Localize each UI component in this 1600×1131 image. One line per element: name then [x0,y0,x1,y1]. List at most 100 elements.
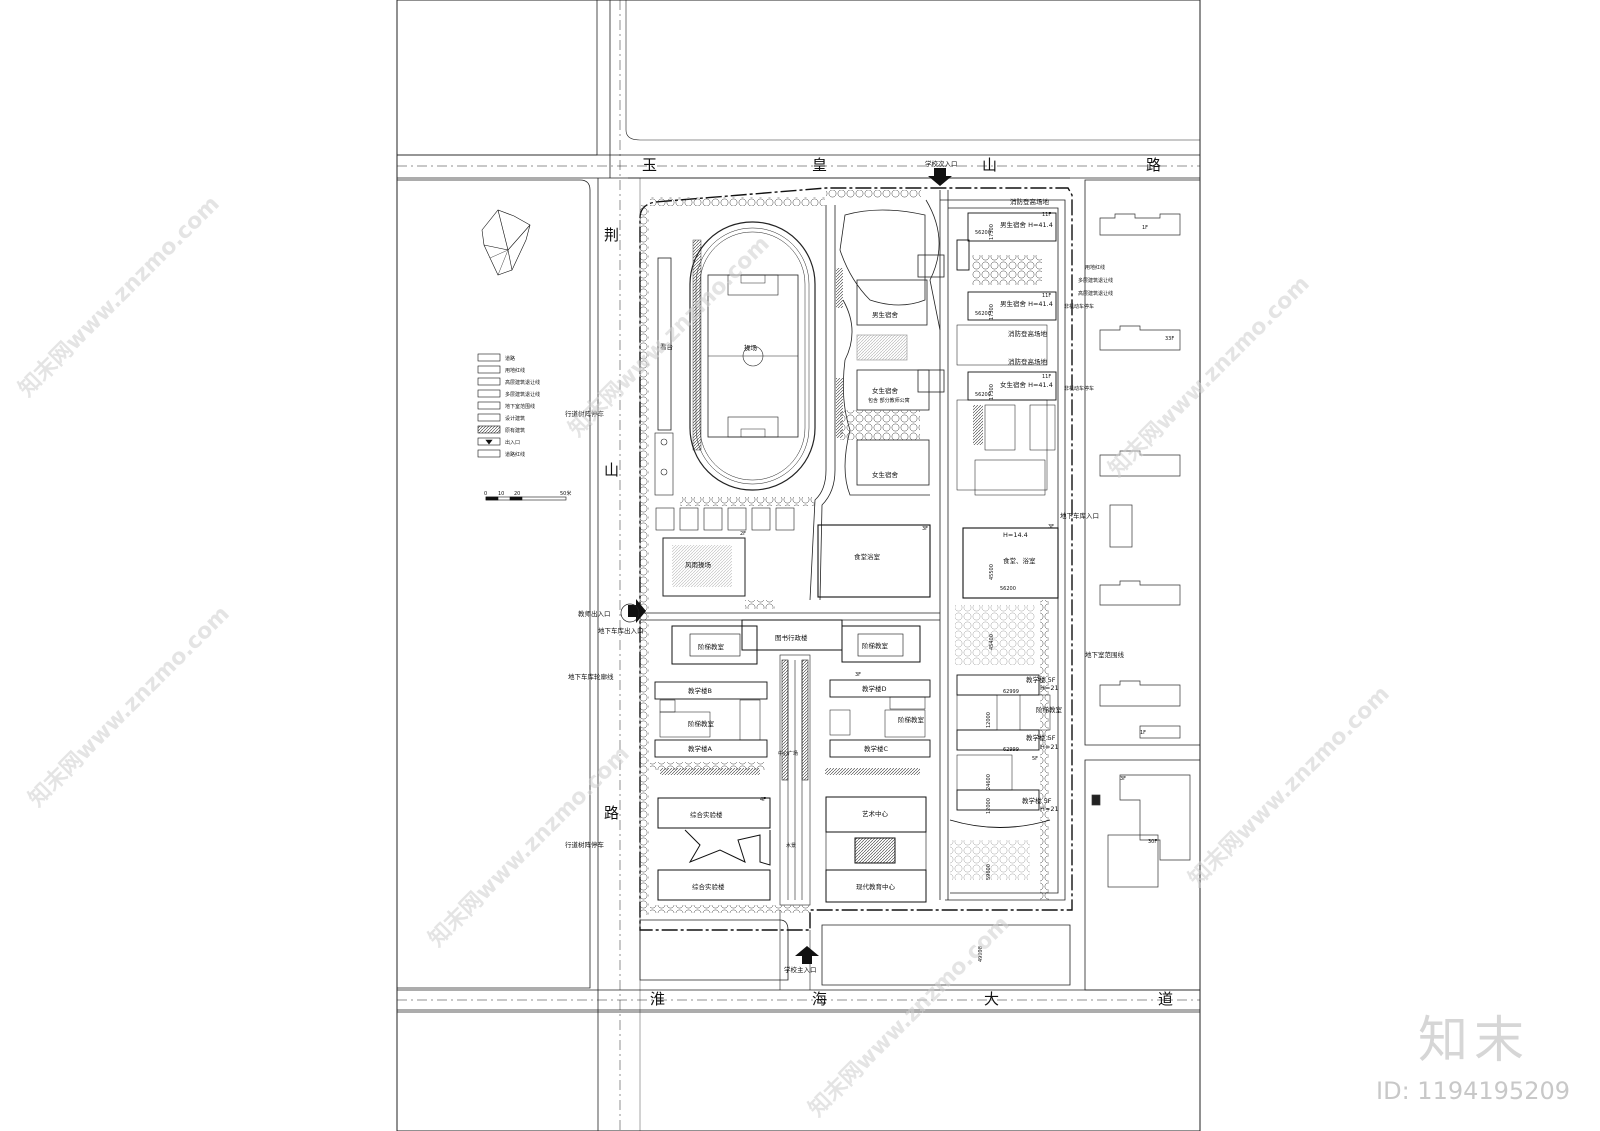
building-labels: 看台 操场 风雨操场 图书行政楼 阶梯教室 阶梯教室 教学楼B 阶梯教室 教学楼… [660,197,1063,891]
central-spine [779,654,811,990]
note-bike-parking-1: 非机动车停车 [1064,303,1094,310]
neighbor-3f: 3F [1120,776,1126,782]
library-label: 图书行政楼 [775,633,808,642]
north-road-char-2: 皇 [812,156,827,174]
girls-dorm-west-1-label: 女生宿舍 [872,386,899,395]
water-label: 水景 [786,842,796,849]
boys-dorm-west-label: 男生宿舍 [872,310,899,319]
brand-mark: 知末 [1418,1011,1530,1069]
floor-4f: 4F [760,797,766,803]
north-gate-arrow [928,168,952,186]
north-road-char-1: 玉 [642,156,657,174]
dimension-labels: 17300 17300 17300 56200 56200 56200 5620… [975,224,1019,962]
underground-range-label: 地下室范围线 [1085,650,1125,659]
scale-0: 0 [484,491,487,497]
west-dorm-cluster [839,209,945,496]
lecture-a-label: 阶梯教室 [698,642,725,651]
stands-building [657,257,672,431]
floor-3f-b: 3F [855,672,861,678]
lecture-b-label: 阶梯教室 [862,641,889,650]
boys-dorm-east-2-label: 男生宿舍 H=41.4 [1000,299,1053,308]
dim-12000-b: 12000 [986,798,992,814]
legend-text: 道路 用地红线 高层建筑退让线 多层建筑退让线 地下室范围线 设计建筑 原有建筑… [484,355,571,497]
east-dorm-blocks [956,212,1057,496]
floor-3f-c: 3F [1048,524,1054,530]
teach-e1-label: 教学楼 5F [1026,675,1056,684]
note-bike-parking-2: 非机动车停车 [1064,385,1094,392]
campus-internal-roads [640,190,1066,901]
canteen-west [817,524,931,598]
teaching-block-west [654,681,768,758]
lecture-e-label: 阶梯教室 [1036,705,1063,714]
neighbor-residences [1091,213,1191,888]
stands-label: 看台 [660,342,673,351]
garage-ramp-label: 地下车库出入口 [598,626,644,635]
canteen-east-height: H=14.4 [1003,531,1028,539]
floor-1f: 1F [1140,730,1146,736]
canteen-east-label: 食堂、浴室 [1003,556,1036,565]
teach-e3-height: H=21 [1040,805,1059,813]
lecture-d-label: 阶梯教室 [898,715,925,724]
east-garden-trees [955,605,1035,665]
teach-c-label: 教学楼C [864,744,889,753]
girls-dorm-east-label: 女生宿舍 H=41.4 [1000,380,1053,389]
road-names: 玉 皇 山 路 荆 山 路 淮 海 大 道 [604,156,1173,1008]
rain-court-stairs [672,545,732,587]
scale-20: 20 [514,491,520,497]
neighbor-labels: 3F 30F 1F 33F [1120,225,1174,845]
east-annotation-notes: 用地红线 多层建筑退让线 高层建筑退让线 非机动车停车 非机动车停车 [1064,264,1113,392]
central-block-hatch [825,768,920,775]
east-garage-label: 地下车库入口 [1060,511,1099,520]
east-strip-trees [950,840,1030,880]
dim-56200-b: 56200 [975,311,991,317]
teach-e2-height: H=21 [1040,743,1059,751]
fire-area-1: 消防登高场地 [1010,197,1050,206]
north-road-char-3: 山 [982,156,997,174]
floor-11f-b: 11F [1042,293,1051,299]
floor-labels: 11F 11F 11F 2F 3F 4F 5F 1F 3F 3F [740,212,1146,803]
plaza-label: 中心广场 [778,750,798,757]
legend-design-building: 设计建筑 [505,415,525,422]
teacher-gate-label: 教师出入口 [578,609,611,618]
dim-56200-c: 56200 [975,392,991,398]
rain-court-label: 风雨操场 [685,560,712,569]
south-gate-arrow [795,946,819,964]
drawing-frame [396,0,1201,1131]
west-roundabout [620,603,640,623]
dim-17300-c: 17300 [989,384,995,400]
floor-2f: 2F [740,531,746,537]
rain-court-building [662,537,746,597]
art-modern-center [825,796,927,903]
surrounding-blocks [396,0,1201,1013]
entrance-labels: 学校次入口 学校主入口 教师出入口 地下车库出入口 地下车库轮廓线 地下车库入口… [565,159,1125,974]
note-highrise-setback: 高层建筑退让线 [1078,290,1113,297]
fire-area-2: 消防登高场地 [1008,329,1048,338]
art-label: 艺术中心 [862,809,889,818]
bike-hatch-1 [836,268,843,308]
note-multistory-setback: 多层建筑退让线 [1078,277,1113,284]
garage-outline-label: 地下车库轮廓线 [568,672,614,681]
girls-dorm-west-2-label: 女生宿舍 [872,470,899,479]
floor-3f: 3F [922,526,928,532]
neighbor-33f: 33F [1165,336,1174,342]
scale-50m: 50米 [560,490,571,497]
east-teaching-strip [949,674,1051,828]
west-road-char-1: 荆 [604,226,619,244]
dim-49998: 49998 [978,946,984,962]
dim-45500: 45500 [989,564,995,580]
east-courtyard-trees [972,255,1042,285]
teach-e2-label: 教学楼 5F [1026,733,1056,742]
dim-12000-a: 12000 [986,712,992,728]
legend-road: 道路 [505,355,515,362]
legend-highrise-setback: 高层建筑退让线 [505,379,540,386]
sport-courts [654,432,795,531]
legend-entrance: 出入口 [505,439,520,446]
south-road-char-2: 海 [812,990,827,1008]
floor-11f-a: 11F [1042,212,1051,218]
dim-59600: 59600 [986,864,992,880]
dim-17300-a: 17300 [989,224,995,240]
image-id: ID: 1194195209 [1376,1077,1570,1105]
bike-hatch-2 [836,378,843,438]
lecture-c-label: 阶梯教室 [688,719,715,728]
legend-basement-line: 地下室范围线 [505,403,535,410]
